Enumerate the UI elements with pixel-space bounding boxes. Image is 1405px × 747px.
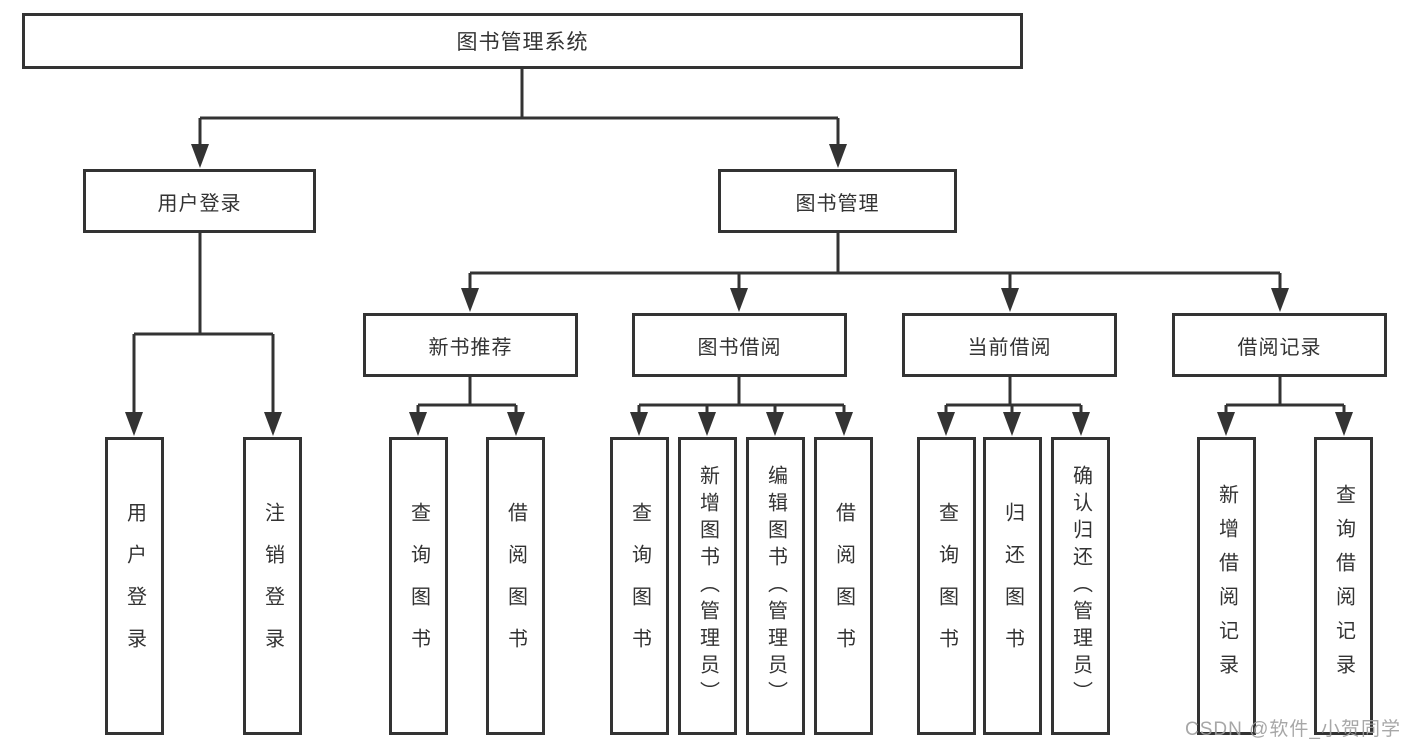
node-borrowing-records: 借阅记录 <box>1172 313 1387 377</box>
leaf-edit-books-admin: 编辑图书（管理员） <box>746 437 805 735</box>
leaf-query-books-recommend: 查询图书 <box>389 437 448 735</box>
leaf-user-login: 用户登录 <box>105 437 164 735</box>
leaf-return-books: 归还图书 <box>983 437 1042 735</box>
node-user-login: 用户登录 <box>83 169 316 233</box>
node-book-borrowing: 图书借阅 <box>632 313 847 377</box>
leaf-query-books-borrowing: 查询图书 <box>610 437 669 735</box>
leaf-logout: 注销登录 <box>243 437 302 735</box>
leaf-query-books-current: 查询图书 <box>917 437 976 735</box>
leaf-query-borrow-record: 查询借阅记录 <box>1314 437 1373 735</box>
leaf-borrow-books-borrowing: 借阅图书 <box>814 437 873 735</box>
leaf-add-borrow-record: 新增借阅记录 <box>1197 437 1256 735</box>
csdn-watermark: CSDN @软件_小贺同学 <box>1185 719 1401 740</box>
node-current-borrowing: 当前借阅 <box>902 313 1117 377</box>
leaf-add-books-admin: 新增图书（管理员） <box>678 437 737 735</box>
node-new-book-recommendation: 新书推荐 <box>363 313 578 377</box>
leaf-borrow-books-recommend: 借阅图书 <box>486 437 545 735</box>
node-library-management-system: 图书管理系统 <box>22 13 1023 69</box>
node-book-management: 图书管理 <box>718 169 957 233</box>
leaf-confirm-return-admin: 确认归还（管理员） <box>1051 437 1110 735</box>
